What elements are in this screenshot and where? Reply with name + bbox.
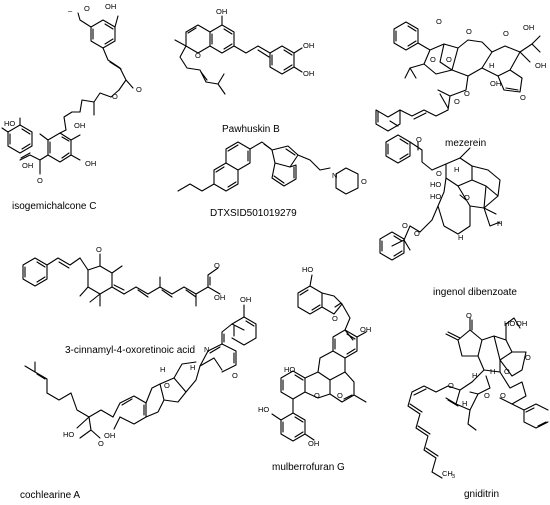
hydroxyl-label: OH — [360, 325, 371, 334]
oxygen-label: O — [448, 381, 454, 390]
structure-dtxsid501019279: N O — [177, 141, 367, 195]
oxygen-label: O — [402, 221, 408, 230]
structure-cochlearine-a: O H H N O OH HO O OH — [24, 295, 257, 448]
oxygen-label: O — [232, 371, 238, 380]
hydroxyl-label: HO — [504, 319, 515, 328]
hydroxyl-label: OH — [303, 41, 314, 50]
hydroxyl-label: HO — [4, 119, 15, 128]
structure-ingenol-dibenzoate: O O H HO HO O H H O O — [379, 134, 502, 261]
hydroxyl-label: OH — [105, 2, 116, 11]
oxygen-label: O — [454, 97, 460, 106]
hydroxyl-label: OH — [214, 293, 225, 302]
hydroxyl-label: HO — [258, 405, 269, 414]
oxygen-label: O — [464, 89, 470, 98]
hydroxyl-label: HO — [302, 265, 313, 274]
methyl-subscript: 3 — [452, 474, 455, 480]
oxygen-label: O — [164, 381, 170, 390]
hydroxyl-label: OH — [516, 319, 527, 328]
oxygen-label: O — [84, 4, 90, 13]
oxygen-label: O — [136, 85, 142, 94]
oxygen-label: O — [436, 169, 442, 178]
oxygen-label: O — [520, 93, 526, 102]
oxygen-label: O — [466, 27, 472, 36]
structure-mezerein: O O O OH OH O O H OH O O O — [375, 17, 546, 132]
hydrogen-label: H — [160, 365, 165, 374]
oxygen-label: O — [98, 439, 104, 448]
oxygen-label: O — [484, 391, 490, 400]
caption-dtxsid501019279: DTXSID501019279 — [210, 208, 297, 219]
oxygen-label: O — [37, 176, 43, 185]
oxygen-label: O — [464, 193, 470, 202]
hydroxyl-label: OH — [240, 295, 251, 304]
hydroxyl-label: OH — [104, 431, 115, 440]
caption-3-cinnamyl-4-oxoretinoic-acid: 3-cinnamyl-4-oxoretinoic acid — [65, 345, 196, 356]
oxygen-label: O — [332, 314, 338, 323]
hydrogen-label: H — [497, 219, 502, 228]
hydroxyl-label: OH — [85, 159, 96, 168]
hydroxyl-label: OH — [523, 23, 534, 32]
oxygen-label: O — [314, 391, 320, 400]
hydroxyl-label: OH — [535, 61, 546, 70]
caption-pawhuskin-b: Pawhuskin B — [222, 124, 280, 135]
hydrogen-label: H — [489, 61, 494, 70]
oxygen-label: O — [414, 229, 420, 238]
structure-isogemichalcone-c: OH O – O O OH OH O HO OH — [1, 2, 142, 185]
hydrogen-label: H — [462, 399, 467, 408]
oxygen-label: O — [500, 391, 506, 400]
oxygen-label: O — [361, 177, 367, 186]
methoxy-label: – — [68, 6, 73, 15]
hydrogen-label: H — [472, 371, 477, 380]
hydrogen-label: H — [490, 367, 495, 376]
hydroxyl-label: OH — [216, 7, 227, 16]
hydroxyl-label: HO — [430, 192, 441, 201]
oxygen-label: O — [214, 261, 220, 270]
hydroxyl-label: HO — [284, 365, 295, 374]
caption-mulberrofuran-g: mulberrofuran G — [272, 462, 345, 473]
caption-mezerein: mezerein — [445, 138, 487, 149]
nitrogen-label: N — [204, 345, 209, 354]
caption-cochlearine-a: cochlearine A — [20, 490, 81, 501]
oxygen-label: O — [503, 29, 509, 38]
hydroxyl-label: HO — [430, 180, 441, 189]
hydrogen-label: H — [190, 363, 195, 372]
hydroxyl-label: HO — [63, 430, 74, 439]
hydroxyl-label: OH — [74, 121, 85, 130]
oxygen-label: O — [96, 245, 102, 254]
caption-ingenol-dibenzoate: ingenol dibenzoate — [433, 287, 517, 298]
hydroxyl-label: OH — [303, 69, 314, 78]
oxygen-label: O — [436, 17, 442, 26]
structure-mulberrofuran-g: HO O OH HO O O HO OH — [258, 265, 371, 448]
oxygen-label: O — [525, 353, 531, 362]
oxygen-label: O — [446, 55, 452, 64]
hydroxyl-label: OH — [490, 79, 501, 88]
caption-isogemichalcone-c: isogemichalcone C — [12, 201, 97, 212]
oxygen-label: O — [466, 311, 472, 320]
structure-gniditrin: O HO OH O O H H O O O H CH 3 — [407, 311, 549, 480]
structure-3-cinnamyl-4-oxoretinoic-acid: O O OH — [22, 245, 225, 307]
hydrogen-label: H — [454, 165, 459, 174]
hydroxyl-label: OH — [22, 161, 33, 170]
caption-gniditrin: gniditrin — [464, 489, 500, 500]
hydroxyl-label: OH — [308, 439, 319, 448]
nitrogen-label: N — [332, 171, 337, 180]
oxygen-label: O — [337, 391, 343, 400]
structure-pawhuskin-b: OH O OH OH — [174, 7, 314, 95]
oxygen-label: O — [430, 55, 436, 64]
methyl-label: CH — [442, 469, 453, 478]
oxygen-label: O — [504, 367, 510, 376]
oxygen-label: O — [416, 135, 422, 144]
oxygen-label: O — [195, 51, 201, 60]
oxygen-label: O — [112, 92, 118, 101]
hydrogen-label: H — [458, 233, 463, 242]
